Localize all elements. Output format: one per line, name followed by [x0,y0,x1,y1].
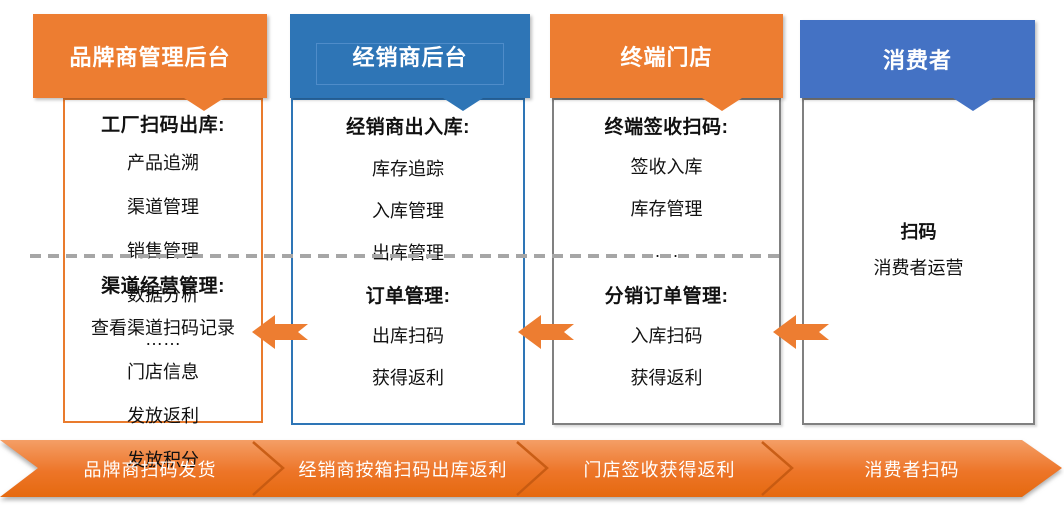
flow-step-label: 品牌商扫码发货 [83,460,217,480]
distributor-backend-header-label: 经销商后台 [352,45,468,70]
consumer-scan-label: 扫码 [900,222,937,242]
terminal-store-body [552,98,781,425]
section-title: 订单管理: [365,286,451,307]
terminal-store-header: 终端门店 [550,14,783,98]
section-divider-dashed-line [30,254,783,258]
arrow-store-to-distributor-icon [518,315,574,349]
flow-bar-chevron-icon [761,441,794,496]
brand-backend-header-label: 品牌商管理后台 [69,45,231,70]
flow-bar-chevron-icon [516,441,549,496]
section-title: 分销订单管理: [604,286,729,307]
brand-backend-body [63,98,263,423]
section-title: 工厂扫码出库: [101,115,225,136]
section-items: 查看渠道扫码记录 门店信息 发放返利 发放积分 [91,318,235,470]
brand-backend-header: 品牌商管理后台 [33,14,267,98]
header-notch [443,98,483,111]
terminal-store-header-label: 终端门店 [620,45,713,70]
arrow-distributor-to-brand-icon [252,315,308,349]
section-title: 终端签收扫码: [604,117,729,138]
section-items: 入库扫码 获得返利 [630,326,703,388]
consumer-header: 消费者 [800,20,1035,98]
flow-step-label: 门店签收获得返利 [583,460,736,480]
section-title: 经销商出入库: [346,117,470,138]
header-notch [702,98,742,111]
flow-step-label: 经销商按箱扫码出库返利 [298,460,508,480]
distributor-backend-header: 经销商后台 [290,14,530,98]
distributor-backend-body [291,98,525,425]
consumer-body [802,98,1035,425]
arrow-consumer-to-store-icon [773,315,829,349]
section-items: 库存追踪 入库管理 出库管理 …… [372,159,444,305]
header-notch [184,98,224,111]
section-items: 出库扫码 获得返利 [372,326,444,388]
process-flow-bar [0,440,1062,497]
consumer-header-label: 消费者 [882,48,952,73]
consumer-operation-label: 消费者运营 [873,258,964,278]
flow-bar-chevron-icon [252,441,285,496]
section-title: 渠道经营管理: [101,276,225,297]
flow-step-label: 消费者扫码 [864,460,960,480]
header-notch [953,98,993,111]
section-items: 签收入库 库存管理 …… [630,157,703,261]
